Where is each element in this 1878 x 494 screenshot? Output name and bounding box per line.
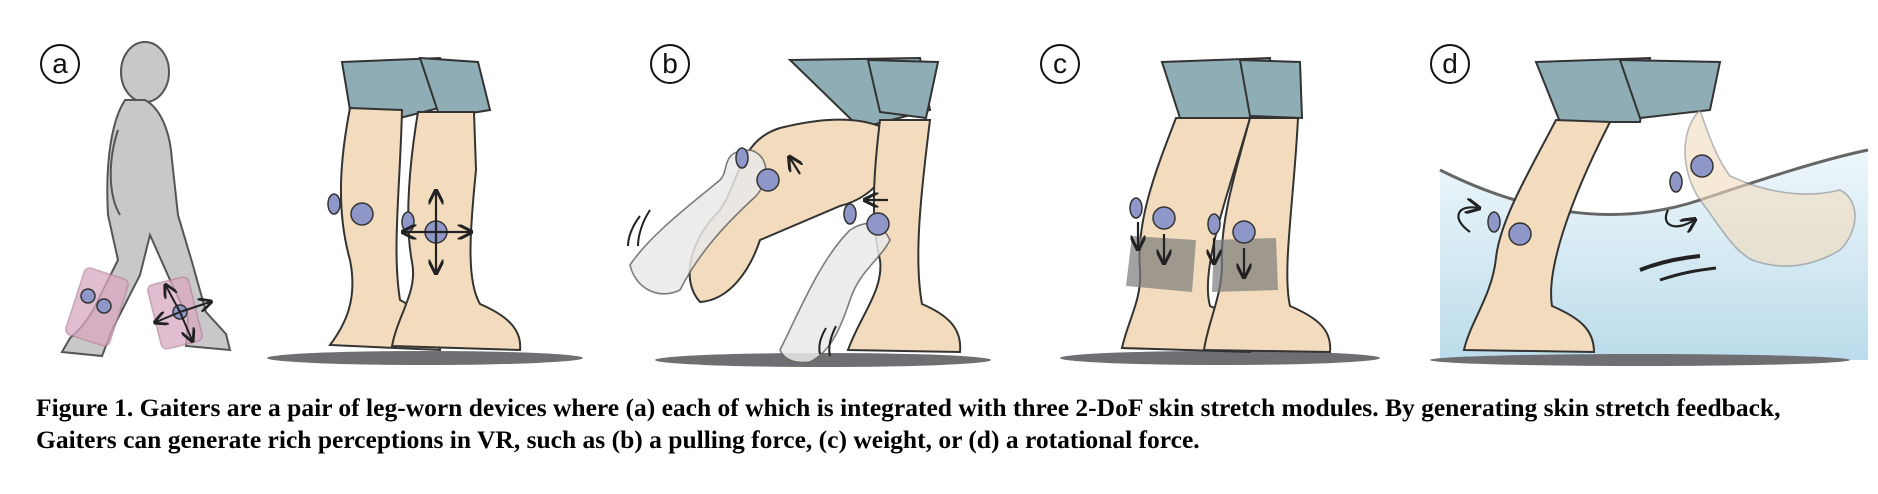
arrows-icon — [404, 192, 470, 272]
panel-label-d: d — [1430, 44, 1470, 84]
caption-heading: Figure 1. — [36, 393, 140, 422]
arrows-icon — [156, 286, 210, 340]
caption-text: Gaiters are a pair of leg-worn devices w… — [36, 393, 1781, 454]
arrows-icon — [1138, 222, 1244, 276]
arrows-icon — [790, 158, 888, 200]
panel-d-water — [1430, 56, 1869, 366]
panel-label-b: b — [650, 44, 690, 84]
module-dot — [96, 298, 112, 314]
panel-b-legs — [627, 56, 991, 367]
panel-a-legs — [267, 56, 583, 365]
figure-illustration: a b c d — [40, 41, 1869, 367]
figure-caption: Figure 1. Gaiters are a pair of leg-worn… — [36, 392, 1851, 456]
panel-c-legs — [1060, 56, 1380, 365]
panel-label-a: a — [40, 44, 80, 84]
panel-a-silhouette — [60, 41, 232, 358]
module-dot — [80, 288, 96, 304]
figure-drawing — [60, 41, 1869, 367]
panel-label-c: c — [1040, 44, 1080, 84]
